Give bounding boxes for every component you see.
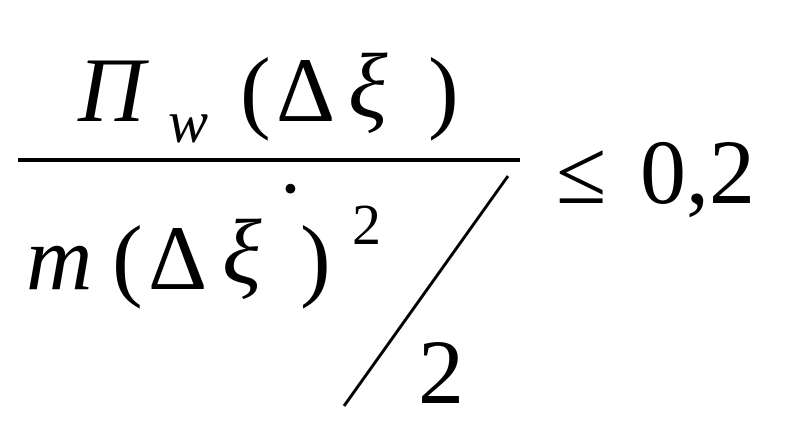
division-slash: [342, 175, 510, 407]
denominator-right-paren: ): [300, 207, 331, 309]
numerator-xi: ξ: [348, 35, 388, 137]
denominator-delta: Δ: [148, 207, 208, 309]
fraction-bar: [18, 158, 520, 162]
numerator-potential-symbol: Π: [78, 39, 145, 141]
less-or-equal-sign: ≤: [556, 121, 607, 223]
numerator-left-paren: (: [240, 39, 271, 141]
denominator-left-paren: (: [112, 207, 143, 309]
threshold-value: 0,2: [640, 121, 755, 223]
numerator-right-paren: ): [428, 39, 459, 141]
numerator-subscript: w: [168, 89, 209, 155]
denominator-divisor: 2: [418, 321, 464, 423]
denominator-time-derivative-dot: ˙: [275, 163, 306, 265]
denominator-xi: ξ: [222, 201, 262, 303]
denominator-mass: m: [26, 207, 93, 309]
numerator-delta: Δ: [276, 39, 336, 141]
denominator-exponent: 2: [352, 192, 381, 257]
